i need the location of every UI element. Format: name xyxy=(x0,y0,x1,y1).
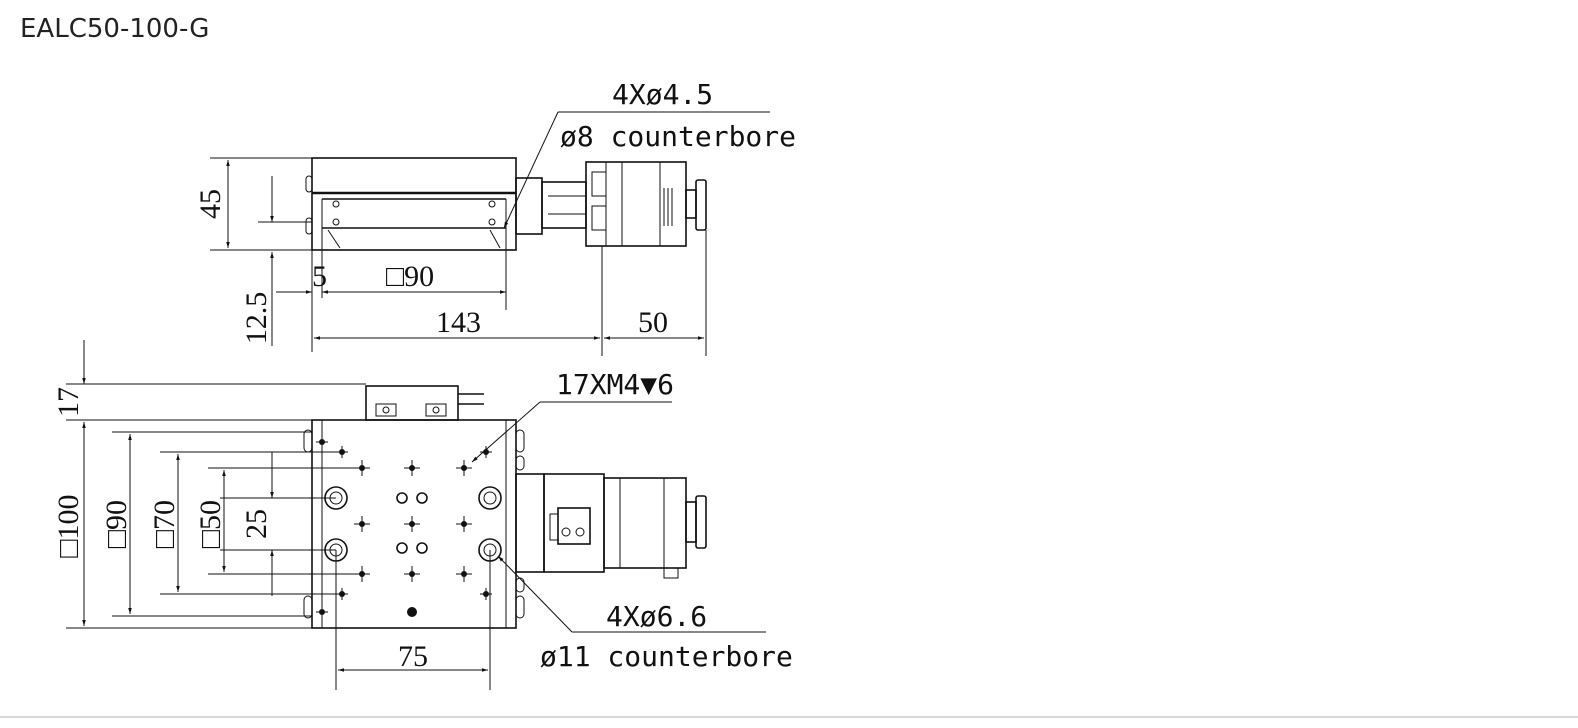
motor-outline xyxy=(585,161,687,247)
top-hole-callout-2: ø8 counterbore xyxy=(560,120,796,153)
dim-base-height: 12.5 xyxy=(240,292,273,345)
plan-hole-callout-2: ø11 counterbore xyxy=(540,640,793,673)
dim-offset: 5 xyxy=(312,260,327,293)
dim-square-50: □50 xyxy=(194,500,227,548)
plan-view: 17 □100 □90 □70 □50 25 75 17XM4▼6 4Xø6.6… xyxy=(52,340,793,690)
drawing-title: EALC50-100-G xyxy=(20,14,210,44)
side-view: 4Xø4.5 ø8 counterbore 45 12.5 5 □90 143 … xyxy=(194,78,796,356)
dim-square-70: □70 xyxy=(148,500,181,548)
dim-25: 25 xyxy=(240,509,273,539)
bottom-divider xyxy=(0,716,1578,718)
dim-square-100: □100 xyxy=(52,494,85,557)
dim-square-90: □90 xyxy=(386,260,434,293)
thread-callout: 17XM4▼6 xyxy=(556,368,674,401)
top-hole-callout-1: 4Xø4.5 xyxy=(612,78,713,111)
dim-motor-length: 50 xyxy=(638,306,668,339)
dim-length: 143 xyxy=(436,306,481,339)
dim-height: 45 xyxy=(194,189,227,219)
dim-square-90-plan: □90 xyxy=(100,500,133,548)
dim-top-17: 17 xyxy=(52,387,85,417)
plan-hole-callout-1: 4Xø6.6 xyxy=(606,600,707,633)
dim-75: 75 xyxy=(398,640,428,673)
threaded-holes xyxy=(316,436,492,618)
stage-body-outline xyxy=(311,157,517,251)
